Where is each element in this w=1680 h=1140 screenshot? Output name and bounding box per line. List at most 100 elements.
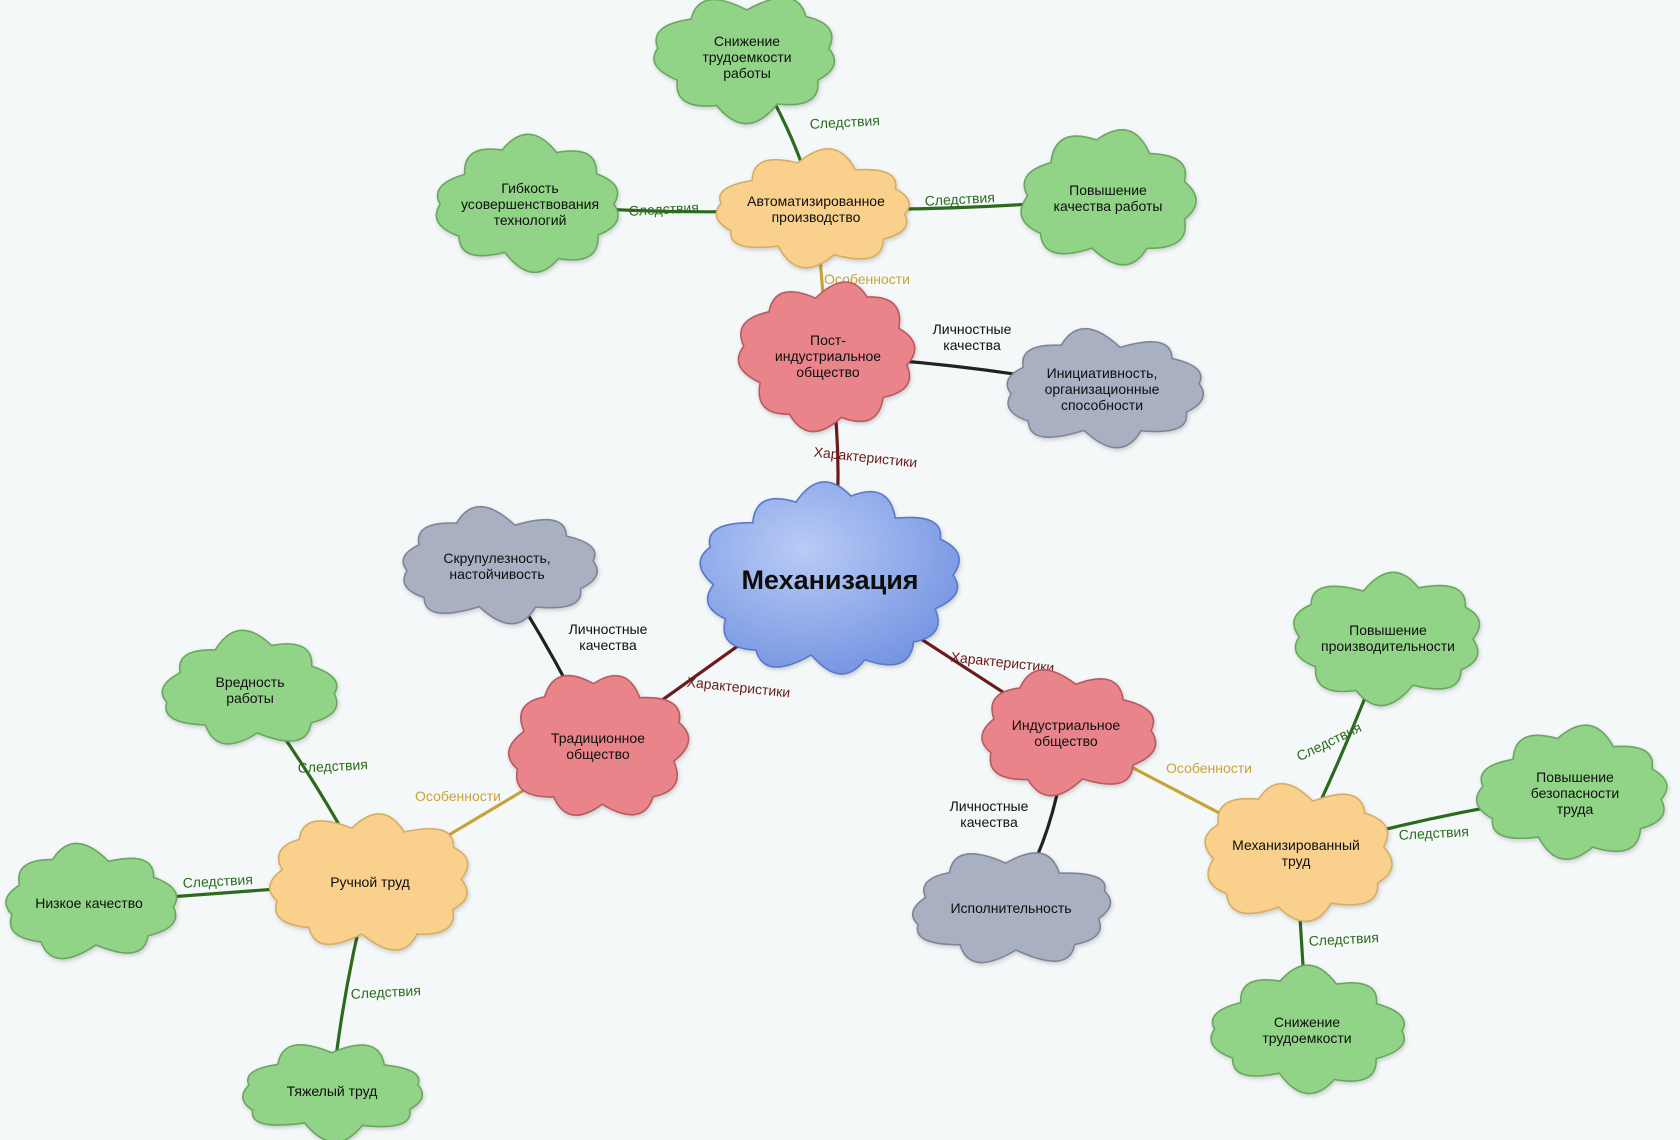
effect-cloud-shape xyxy=(1020,129,1197,266)
nodes-layer: МеханизацияПост-индустриальноеобществоТр… xyxy=(5,0,1668,1140)
edge-label-line: Личностные xyxy=(933,321,1012,337)
node-label-line: труд xyxy=(1282,853,1311,869)
edge-label-automated-labor_reduction_top: Следствия xyxy=(809,112,880,132)
node-label-line: Традиционное xyxy=(551,730,645,746)
effect-cloud-shape xyxy=(5,842,178,960)
edge-label-manual-low_quality: Следствия xyxy=(182,871,253,891)
node-label-line: трудоемкости xyxy=(702,49,791,65)
node-hard_labor[interactable]: Тяжелый труд xyxy=(242,1044,424,1140)
edge-label-text: Следствия xyxy=(1398,823,1469,843)
node-label-line: Повышение xyxy=(1536,769,1614,785)
effect-cloud-shape xyxy=(435,133,619,274)
edge-label-line: Личностные xyxy=(950,798,1029,814)
edge-label-text: Следствия xyxy=(1294,719,1364,764)
node-label-line: общество xyxy=(566,746,630,762)
node-label-line: Вредность xyxy=(216,674,285,690)
edge-label-mechanized-labor_reduction_bottom: Следствия xyxy=(1308,929,1379,949)
society-cloud-shape xyxy=(508,674,690,816)
trait-cloud-shape xyxy=(911,852,1112,964)
node-label-line: работы xyxy=(226,690,274,706)
edge-label-automated-quality_up: Следствия xyxy=(924,189,995,209)
edge-label-text: Особенности xyxy=(1166,760,1252,776)
edge-label-text: Следствия xyxy=(297,756,368,776)
node-label-line: Снижение xyxy=(1274,1014,1340,1030)
node-label-line: технологий xyxy=(494,212,567,228)
edge-label-manual-hard_labor: Следствия xyxy=(350,982,421,1002)
node-label-line: Автоматизированное xyxy=(747,193,885,209)
labor-cloud-shape xyxy=(715,148,910,269)
node-label-line: Снижение xyxy=(714,33,780,49)
edge-label-text: Характеристики xyxy=(686,674,791,701)
edge-label-text: Следствия xyxy=(350,982,421,1002)
edge-label-text: Следствия xyxy=(809,112,880,132)
node-diligence[interactable]: Исполнительность xyxy=(911,852,1112,964)
node-label-line: производство xyxy=(772,209,861,225)
effect-cloud-shape xyxy=(161,629,338,745)
node-scrupulous[interactable]: Скрупулезность,настойчивость xyxy=(402,506,598,625)
node-label-line: организационные xyxy=(1045,381,1160,397)
root-label: Механизация xyxy=(741,565,918,595)
node-label-line: трудоемкости xyxy=(1262,1030,1351,1046)
effect-cloud-shape xyxy=(1210,964,1406,1095)
root-node[interactable]: Механизация xyxy=(699,481,961,675)
node-manual[interactable]: Ручной труд xyxy=(269,813,469,951)
society-cloud-shape xyxy=(981,669,1157,797)
edge-label-traditional-manual: Особенности xyxy=(415,788,501,804)
node-label-line: Ручной труд xyxy=(330,874,410,890)
node-label-line: труда xyxy=(1557,801,1594,817)
edge-label-industrial-mechanized: Особенности xyxy=(1166,760,1252,776)
labor-cloud-shape xyxy=(269,813,469,951)
node-initiative[interactable]: Инициативность,организационныеспособност… xyxy=(1006,327,1205,449)
node-label-line: безопасности xyxy=(1531,785,1620,801)
node-label-line: Повышение xyxy=(1069,182,1147,198)
edge-label-line: качества xyxy=(943,337,1001,353)
node-label-line: настойчивость xyxy=(449,566,544,582)
effect-cloud-shape xyxy=(653,0,836,125)
edge-label-text: Следствия xyxy=(628,199,699,219)
edge-label-manual-harm: Следствия xyxy=(297,756,368,776)
node-label-line: способности xyxy=(1061,397,1143,413)
effect-cloud-shape xyxy=(1475,724,1668,860)
root-cloud-shape xyxy=(699,481,961,675)
node-low_quality[interactable]: Низкое качество xyxy=(5,842,178,960)
edge-label-line: качества xyxy=(960,814,1018,830)
node-label-line: Тяжелый труд xyxy=(287,1083,378,1099)
node-label-line: общество xyxy=(796,364,860,380)
edge-label-root-traditional: Характеристики xyxy=(686,674,791,701)
trait-cloud-shape xyxy=(402,506,598,625)
node-label-line: Механизированный xyxy=(1232,837,1360,853)
node-label-line: Скрупулезность, xyxy=(443,550,550,566)
edge-label-root-post_industrial: Характеристики xyxy=(813,444,918,471)
edge-label-text: Характеристики xyxy=(813,444,918,471)
edge-label-mechanized-productivity_up: Следствия xyxy=(1294,719,1364,764)
edge-label-line: Личностные xyxy=(569,621,648,637)
node-label-line: Инициативность, xyxy=(1047,365,1158,381)
node-label-line: Повышение xyxy=(1349,622,1427,638)
node-label-line: Пост- xyxy=(810,332,846,348)
node-label-line: индустриальное xyxy=(775,348,881,364)
society-cloud-shape xyxy=(737,281,916,433)
node-label-line: Гибкость xyxy=(501,180,558,196)
node-label-line: Исполнительность xyxy=(950,900,1071,916)
edge-label-text: Особенности xyxy=(415,788,501,804)
edge-label-text: Следствия xyxy=(924,189,995,209)
node-label-line: Низкое качество xyxy=(35,895,143,911)
effect-cloud-shape xyxy=(1293,571,1481,707)
node-label-line: усовершенствования xyxy=(461,196,599,212)
edge-label-automated-flexibility: Следствия xyxy=(628,199,699,219)
